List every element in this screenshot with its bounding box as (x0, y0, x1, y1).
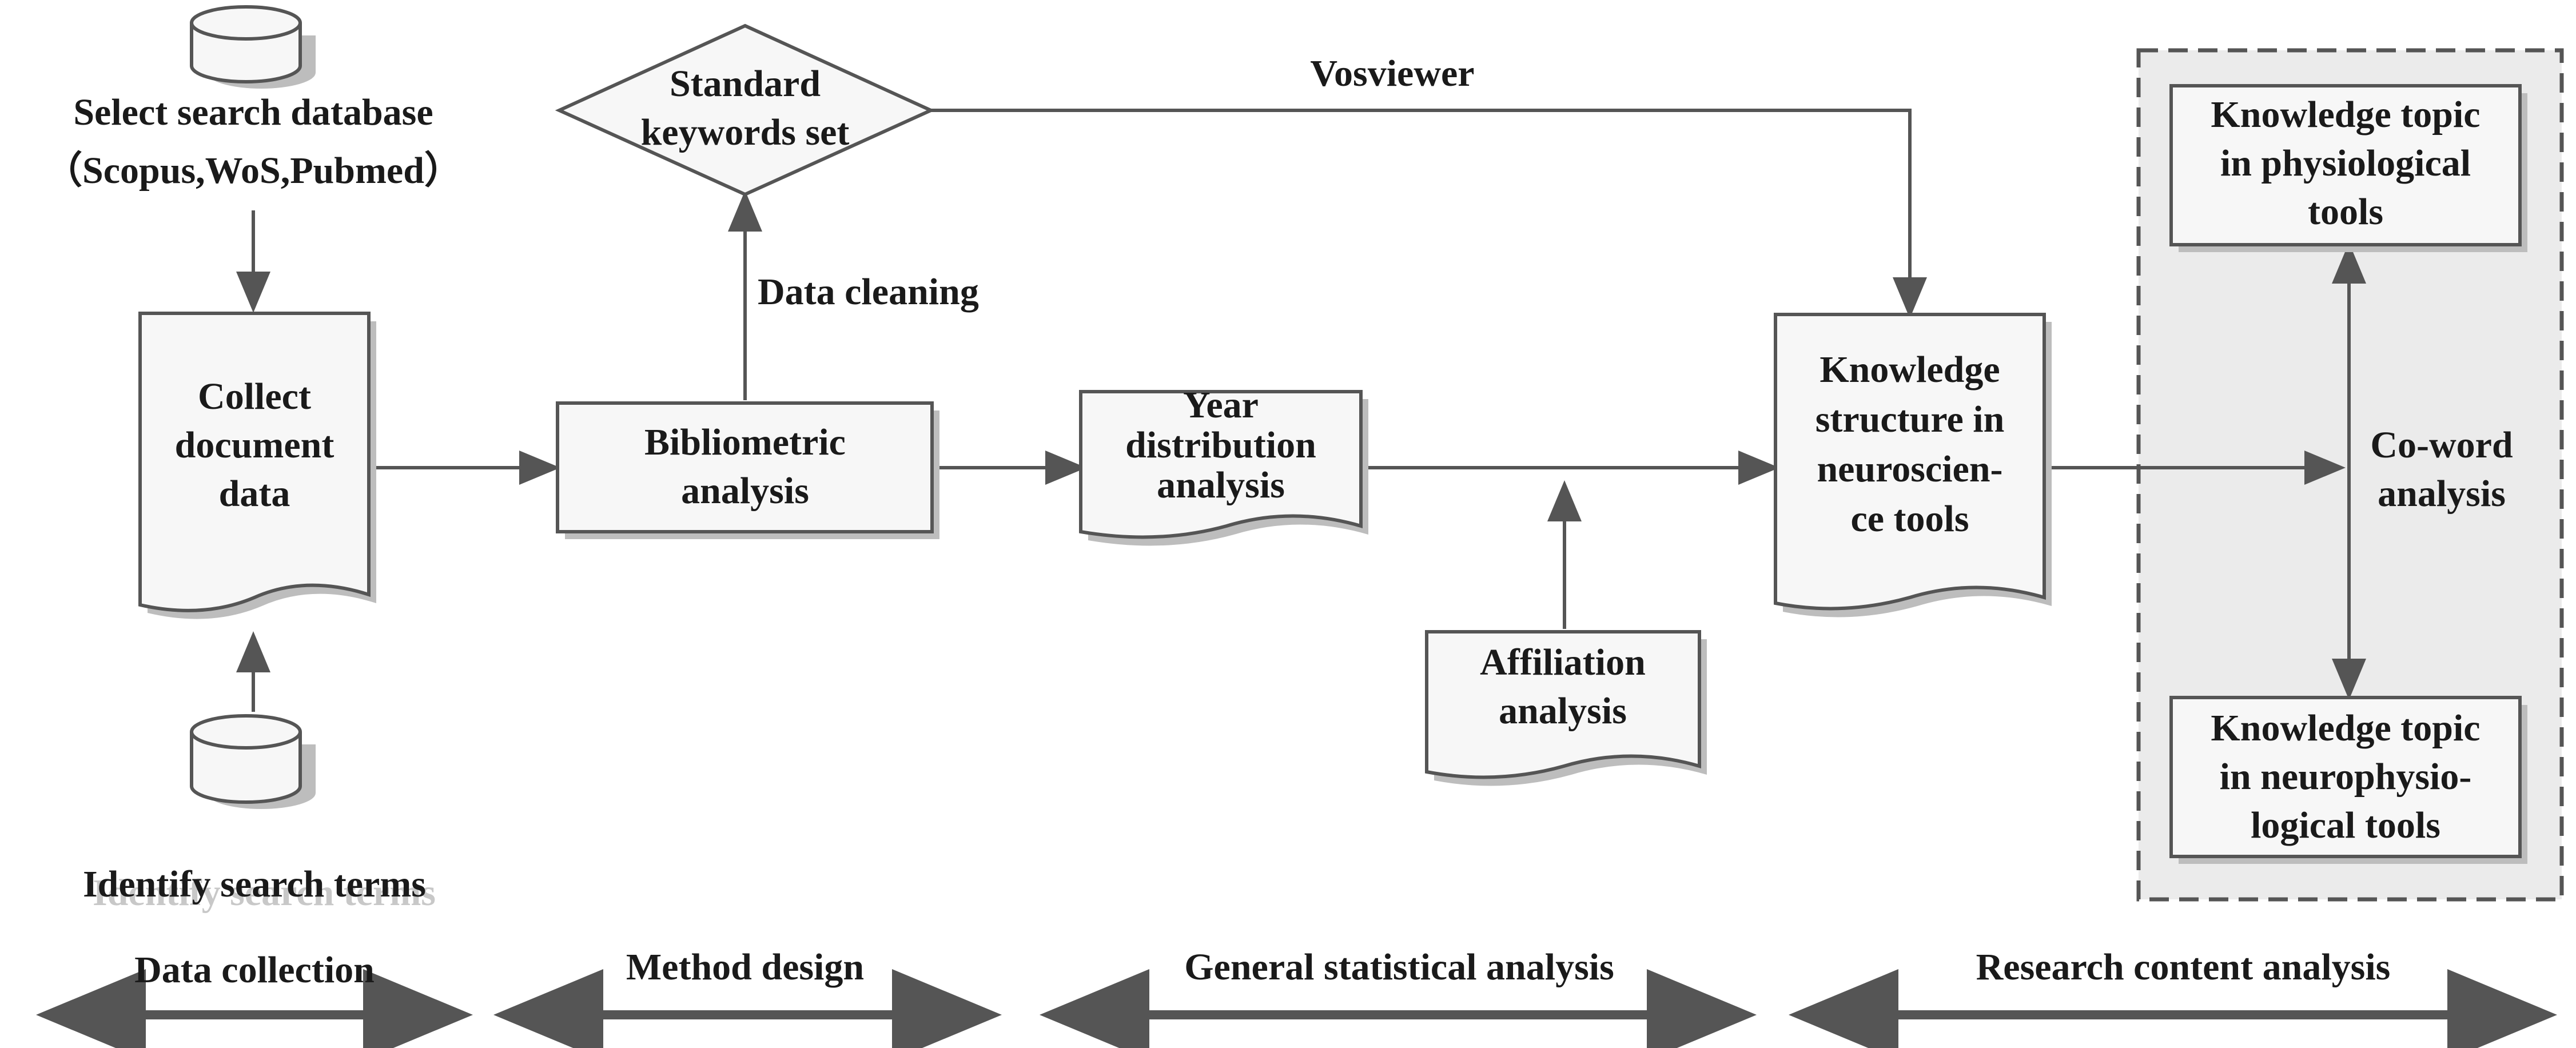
collect-label-3: data (219, 473, 290, 515)
structure-label-4: ce tools (1850, 498, 1969, 540)
year-distribution-node (1079, 390, 1368, 546)
neurophysiological-topic-node (2169, 696, 2527, 864)
affiliation-node (1425, 630, 1707, 786)
bibliometric-node (556, 401, 939, 539)
phase-label-research-content: Research content analysis (1976, 946, 2391, 988)
coword-label-1: Co-word (2370, 424, 2513, 466)
structure-label-2: structure in (1815, 399, 2005, 440)
phase-label-method-design: Method design (626, 946, 864, 988)
bibliometric-label-2: analysis (681, 470, 809, 512)
keywords-label-1: Standard (670, 63, 821, 105)
affiliation-label-1: Affiliation (1480, 641, 1646, 683)
coword-label-2: analysis (2378, 473, 2506, 515)
physiological-topic-node (2169, 84, 2527, 252)
data-cleaning-label: Data cleaning (758, 271, 979, 313)
neuro-label-2: in neurophysio- (2220, 756, 2472, 798)
year-label-1: Year (1183, 384, 1259, 426)
year-label-3: analysis (1157, 464, 1285, 506)
database-bottom-icon (190, 714, 316, 809)
keywords-decision-node (555, 23, 935, 197)
year-label-2: distribution (1125, 424, 1316, 466)
select-db-label-2: （Scopus,WoS,Pubmed） (45, 149, 462, 192)
identify-label: Identify search terms (83, 863, 426, 905)
neuro-label-3: logical tools (2251, 804, 2440, 846)
collect-document-node (138, 312, 376, 619)
database-top-icon (190, 5, 316, 89)
collect-label-2: document (175, 424, 335, 466)
collect-label-1: Collect (198, 376, 311, 417)
physio-label-3: tools (2308, 191, 2383, 233)
bibliometric-label-1: Bibliometric (644, 421, 846, 463)
identify-shadow-label: Identify search terms (93, 872, 436, 914)
connectors (236, 109, 2366, 712)
affiliation-label-2: analysis (1499, 690, 1627, 732)
phase-label-data-collection: Data collection (134, 949, 375, 991)
select-db-label-1: Select search database (73, 91, 433, 133)
phase-label-general-statistical: General statistical analysis (1184, 946, 1614, 988)
physio-label-2: in physiological (2220, 142, 2471, 184)
neuro-label-1: Knowledge topic (2211, 707, 2480, 749)
structure-label-3: neuroscien- (1817, 448, 2002, 490)
arrow-keywords-to-structure (931, 109, 1927, 318)
vosviewer-label: Vosviewer (1310, 53, 1474, 94)
physio-label-1: Knowledge topic (2211, 94, 2480, 136)
structure-label-1: Knowledge (1819, 349, 2000, 390)
keywords-label-2: keywords set (641, 111, 850, 153)
knowledge-structure-node (1774, 313, 2052, 617)
